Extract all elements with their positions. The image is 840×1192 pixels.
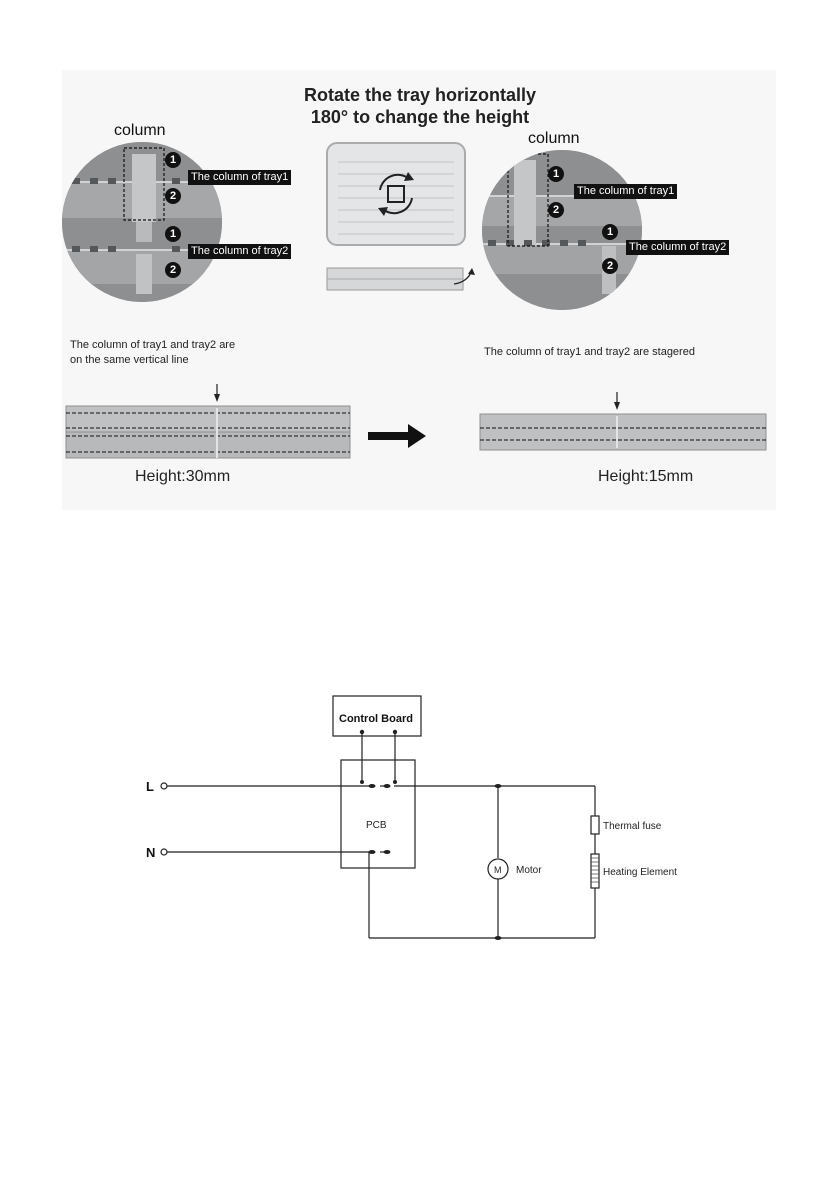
left-caption-line-1: The column of tray1 and tray2 are	[70, 339, 236, 351]
stacked-trays-30mm-photo	[64, 384, 354, 464]
right-tray1-tag: The column of tray1	[574, 184, 678, 199]
right-badge-2-top: 2	[548, 202, 564, 218]
left-closeup-drawing	[62, 142, 222, 302]
left-badge-1-bottom: 1	[165, 226, 181, 242]
control-board-box	[332, 695, 422, 737]
heating-element-symbol	[590, 853, 600, 889]
tray-side-view-photo	[326, 266, 476, 294]
tray-instruction-title: Rotate the tray horizontally 180° to cha…	[0, 84, 840, 128]
stacked-trays-15mm-photo	[478, 392, 770, 462]
title-line-2: 180° to change the height	[310, 107, 530, 127]
n-label: N	[146, 845, 155, 860]
rotate-icon	[378, 172, 414, 216]
pcb-box	[340, 759, 416, 869]
heating-element-label: Heating Element	[603, 867, 677, 878]
left-caption: The column of tray1 and tray2 are on the…	[70, 338, 235, 368]
right-badge-2-bottom: 2	[602, 258, 618, 274]
left-tray-closeup-photo	[62, 142, 222, 302]
pcb-label: PCB	[366, 820, 387, 831]
n-terminal	[160, 848, 168, 856]
right-badge-1-bottom: 1	[602, 224, 618, 240]
left-caption-line-2: on the same vertical line	[70, 354, 189, 366]
transition-arrow-icon	[368, 424, 428, 448]
left-badge-2-top: 2	[165, 188, 181, 204]
motor-label: Motor	[516, 865, 542, 876]
left-height-label: Height:30mm	[135, 468, 231, 485]
tray-top-view-photo	[326, 142, 466, 246]
right-badge-1-top: 1	[548, 166, 564, 182]
right-column-label: column	[528, 130, 580, 147]
left-arrow-down-icon	[214, 394, 220, 402]
right-caption: The column of tray1 and tray2 are stager…	[484, 346, 695, 358]
title-line-1: Rotate the tray horizontally	[303, 85, 537, 105]
thermal-fuse-label: Thermal fuse	[603, 821, 662, 832]
thermal-fuse-symbol	[590, 815, 600, 835]
control-board-label: Control Board	[339, 713, 413, 725]
left-column-label: column	[114, 122, 166, 139]
left-badge-1-top: 1	[165, 152, 181, 168]
right-height-label: Height:15mm	[598, 468, 694, 485]
wiring-diagram: Control Board PCB L N M Motor Thermal fu…	[146, 695, 677, 940]
left-tray2-tag: The column of tray2	[188, 244, 292, 259]
l-terminal	[160, 782, 168, 790]
right-arrow-down-icon	[614, 402, 620, 410]
right-tray2-tag: The column of tray2	[626, 240, 730, 255]
l-label: L	[146, 779, 154, 794]
left-tray1-tag: The column of tray1	[188, 170, 292, 185]
left-badge-2-bottom: 2	[165, 262, 181, 278]
motor-symbol-label: M	[494, 865, 502, 875]
